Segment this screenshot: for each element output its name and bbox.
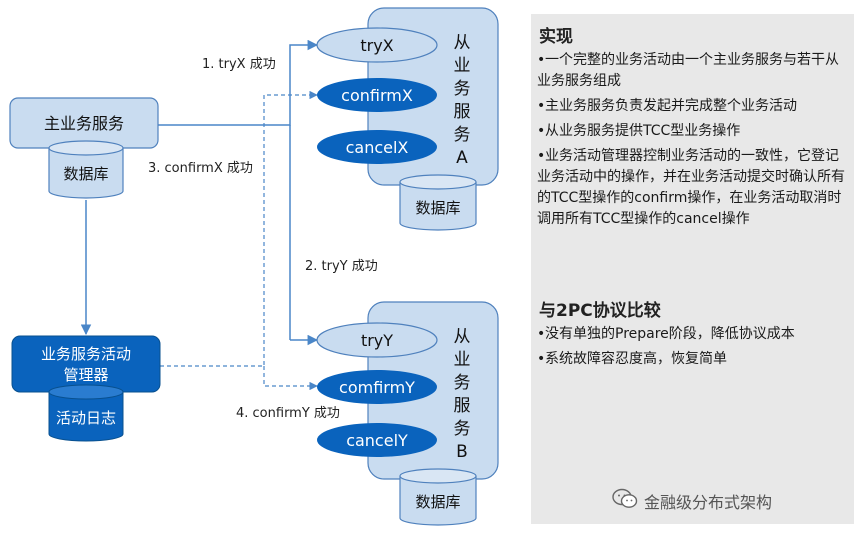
tryx-label: tryX bbox=[360, 36, 393, 55]
cancely-ellipse bbox=[317, 423, 437, 457]
step1-label: 1. tryX 成功 bbox=[202, 57, 276, 72]
tryy-ellipse bbox=[316, 322, 438, 358]
list-item: •一个完整的业务活动由一个主业务服务与若干从业务服务组成 bbox=[537, 52, 839, 89]
service-b-name-char: 业 bbox=[454, 350, 471, 370]
service-b-name-char: B bbox=[456, 442, 468, 462]
watermark-text: 金融级分布式架构 bbox=[644, 493, 773, 512]
activity-log-body bbox=[48, 392, 124, 442]
main-db-label: 数据库 bbox=[63, 165, 108, 183]
confirmx-ellipse bbox=[317, 78, 437, 112]
activity-manager-label-1: 业务服务活动 bbox=[41, 345, 131, 363]
service-b-db-label: 数据库 bbox=[415, 493, 460, 511]
service-a: 从 业 务 服 务 A tryX confirmX cancelX 数据库 bbox=[316, 7, 499, 231]
activity-manager: 业务服务活动 管理器 活动日志 bbox=[11, 335, 161, 442]
implementation-list: •一个完整的业务活动由一个主业务服务与若干从业务服务组成 •主业务服务负责发起并… bbox=[537, 50, 846, 234]
list-item: •主业务服务负责发起并完成整个业务活动 bbox=[537, 98, 797, 114]
activity-log-top bbox=[48, 384, 124, 400]
service-b-db-top bbox=[399, 468, 477, 484]
service-a-name-char: 业 bbox=[454, 56, 471, 76]
wechat-icon bbox=[612, 488, 638, 514]
watermark: 金融级分布式架构 bbox=[612, 488, 773, 514]
confirmx-arrow bbox=[160, 90, 318, 367]
service-a-db-body bbox=[399, 182, 477, 231]
list-item: •没有单独的Prepare阶段，降低协议成本 bbox=[537, 326, 795, 342]
connectors bbox=[80, 39, 319, 391]
comparison-list: •没有单独的Prepare阶段，降低协议成本 •系统故障容忍度高，恢复简单 bbox=[537, 324, 846, 374]
tryy-label: tryY bbox=[361, 331, 393, 350]
activity-manager-label-2: 管理器 bbox=[63, 366, 108, 384]
section-implementation-title: 实现 bbox=[539, 27, 573, 47]
list-item: •业务活动管理器控制业务活动的一致性，它登记业务活动中的操作，并在业务活动提交时… bbox=[537, 148, 845, 227]
service-a-name-char: 服 bbox=[454, 102, 471, 122]
service-a-name-char: 从 bbox=[454, 33, 471, 53]
cancelx-label: cancelX bbox=[346, 138, 409, 157]
main-db-top bbox=[48, 140, 124, 156]
main-service-label: 主业务服务 bbox=[44, 114, 124, 133]
tryx-ellipse bbox=[316, 27, 438, 63]
service-b-name-char: 务 bbox=[454, 373, 471, 393]
comfirmy-label: comfirmY bbox=[339, 378, 415, 397]
confirmx-label: confirmX bbox=[341, 86, 413, 105]
list-item: •从业务服务提供TCC型业务操作 bbox=[537, 123, 741, 139]
step3-label: 3. confirmX 成功 bbox=[148, 161, 253, 176]
step4-label: 4. confirmY 成功 bbox=[236, 406, 340, 421]
cancely-label: cancelY bbox=[346, 431, 408, 450]
service-a-db-top bbox=[399, 174, 477, 190]
service-b-name-char: 服 bbox=[454, 396, 471, 416]
service-a-name-char: 务 bbox=[454, 125, 471, 145]
service-b-db-body bbox=[399, 476, 477, 526]
comfirmy-ellipse bbox=[317, 370, 437, 404]
tryx-arrow bbox=[158, 39, 319, 126]
main-db-body bbox=[48, 148, 124, 199]
service-a-name-char: A bbox=[456, 148, 468, 168]
list-item: •系统故障容忍度高，恢复简单 bbox=[537, 351, 727, 367]
service-a-name-char: 务 bbox=[454, 79, 471, 99]
service-b-name-char: 从 bbox=[454, 327, 471, 347]
service-b: 从 业 务 服 务 B tryY comfirmY cancelY 数据库 bbox=[316, 301, 499, 526]
service-a-db-label: 数据库 bbox=[415, 199, 460, 217]
cancelx-ellipse bbox=[317, 130, 437, 164]
section-2pc-title: 与2PC协议比较 bbox=[539, 301, 661, 321]
activity-log-label: 活动日志 bbox=[56, 409, 116, 427]
explanation-panel: 实现 •一个完整的业务活动由一个主业务服务与若干从业务服务组成 •主业务服务负责… bbox=[531, 14, 854, 524]
step2-label: 2. tryY 成功 bbox=[305, 259, 378, 274]
main-service: 主业务服务 数据库 bbox=[9, 97, 159, 199]
service-b-name-char: 务 bbox=[454, 419, 471, 439]
confirmy-arrow bbox=[263, 366, 318, 391]
